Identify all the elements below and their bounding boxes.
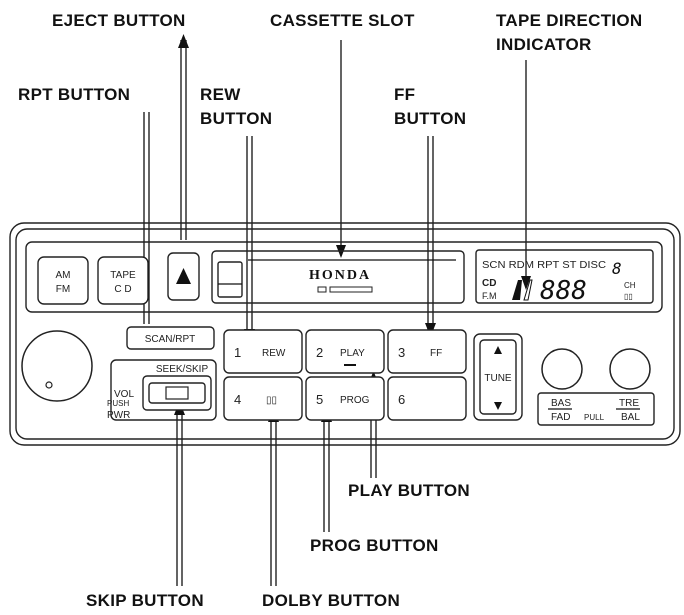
- knob-indicator-icon: [45, 381, 53, 389]
- cassette-slot: HONDA: [211, 250, 465, 304]
- tune-up-icon: [494, 346, 502, 354]
- lcd-fm-indicator: F.M: [482, 291, 497, 301]
- lcd-cd-indicator: CD: [482, 278, 496, 289]
- dolby-icon: ▯▯: [266, 395, 277, 406]
- tone-labels: BAS TRE FAD PULL BAL: [537, 392, 655, 426]
- play-button-callout: PLAY BUTTON: [348, 481, 470, 500]
- fm-label: FM: [56, 284, 70, 295]
- am-label: AM: [56, 270, 71, 281]
- ff-button-callout-line1: FF: [394, 85, 415, 104]
- scan-rpt-label: SCAN/RPT: [145, 334, 196, 345]
- lcd-dolby-indicator: ▯▯: [624, 292, 633, 301]
- seek-skip-label: SEEK/SKIP: [156, 364, 209, 375]
- lcd-disc-digit: 8: [612, 259, 622, 278]
- lcd-digits: 888: [540, 276, 587, 306]
- preset-4-dolby-button[interactable]: 4 ▯▯: [223, 376, 303, 421]
- seek-skip-group: SEEK/SKIP VOL PUSH PWR: [107, 359, 217, 421]
- tape-cd-button[interactable]: TAPE C D: [97, 256, 149, 305]
- seek-skip-switch[interactable]: [142, 375, 212, 411]
- tape-direction-callout-line1: TAPE DIRECTION: [496, 11, 643, 30]
- ff-button-callout-line2: BUTTON: [394, 109, 466, 128]
- tune-label: TUNE: [484, 373, 512, 384]
- preset-6-button[interactable]: 6: [387, 376, 467, 421]
- vol-label: VOL: [114, 389, 134, 400]
- tre-bal-knob[interactable]: [609, 348, 651, 390]
- preset-1-rew-button[interactable]: 1 REW: [223, 329, 303, 374]
- am-fm-button[interactable]: AM FM: [37, 256, 89, 305]
- bas-fad-knob[interactable]: [541, 348, 583, 390]
- skip-button-callout: SKIP BUTTON: [86, 591, 204, 610]
- preset-label: FF: [430, 348, 442, 359]
- lcd-ch-indicator: CH: [624, 281, 636, 290]
- rew-button-callout-line2: BUTTON: [200, 109, 272, 128]
- tune-down-icon: [494, 402, 502, 410]
- honda-logo: HONDA: [309, 268, 371, 283]
- tape-direction-indicator: [512, 279, 533, 301]
- prog-button-callout: PROG BUTTON: [310, 536, 439, 555]
- rpt-button-callout: RPT BUTTON: [18, 85, 130, 104]
- lcd-display: SCN RDM RPT ST DISC 8 CD F.M 888 CH ▯▯: [475, 249, 654, 306]
- fad-label: FAD: [551, 412, 570, 423]
- preset-number: 1: [234, 345, 241, 360]
- tune-rocker[interactable]: TUNE: [473, 333, 523, 421]
- pull-label: PULL: [584, 413, 605, 422]
- eject-button-callout: EJECT BUTTON: [52, 11, 186, 30]
- preset-number: 5: [316, 392, 323, 407]
- eject-icon: [176, 268, 191, 284]
- preset-label: PROG: [340, 395, 370, 406]
- tape-label: TAPE: [110, 270, 136, 281]
- tre-label: TRE: [619, 398, 639, 409]
- volume-knob[interactable]: [21, 330, 93, 402]
- preset-2-play-button[interactable]: 2 PLAY: [305, 329, 385, 374]
- lcd-top-indicators: SCN RDM RPT ST DISC: [482, 260, 606, 271]
- preset-5-prog-button[interactable]: 5 PROG: [305, 376, 385, 421]
- tape-direction-callout-line2: INDICATOR: [496, 35, 592, 54]
- dolby-button-callout: DOLBY BUTTON: [262, 591, 400, 610]
- scan-rpt-button[interactable]: SCAN/RPT: [126, 326, 215, 350]
- cd-label: C D: [114, 284, 131, 295]
- radio-faceplate: [9, 222, 681, 446]
- preset-number: 2: [316, 345, 323, 360]
- preset-buttons: 1 REW 2 PLAY 3 FF 4 ▯▯ 5 PROG 6: [223, 329, 467, 421]
- preset-3-ff-button[interactable]: 3 FF: [387, 329, 467, 374]
- bal-label: BAL: [621, 412, 640, 423]
- preset-number: 3: [398, 345, 405, 360]
- eject-button[interactable]: [167, 252, 200, 301]
- pwr-label: PWR: [107, 410, 130, 421]
- cassette-slot-callout: CASSETTE SLOT: [270, 11, 415, 30]
- rew-button-callout-line1: REW: [200, 85, 241, 104]
- preset-label: REW: [262, 348, 286, 359]
- push-label: PUSH: [107, 399, 129, 408]
- preset-number: 4: [234, 392, 241, 407]
- preset-label: PLAY: [340, 348, 365, 359]
- bas-label: BAS: [551, 398, 571, 409]
- preset-number: 6: [398, 392, 405, 407]
